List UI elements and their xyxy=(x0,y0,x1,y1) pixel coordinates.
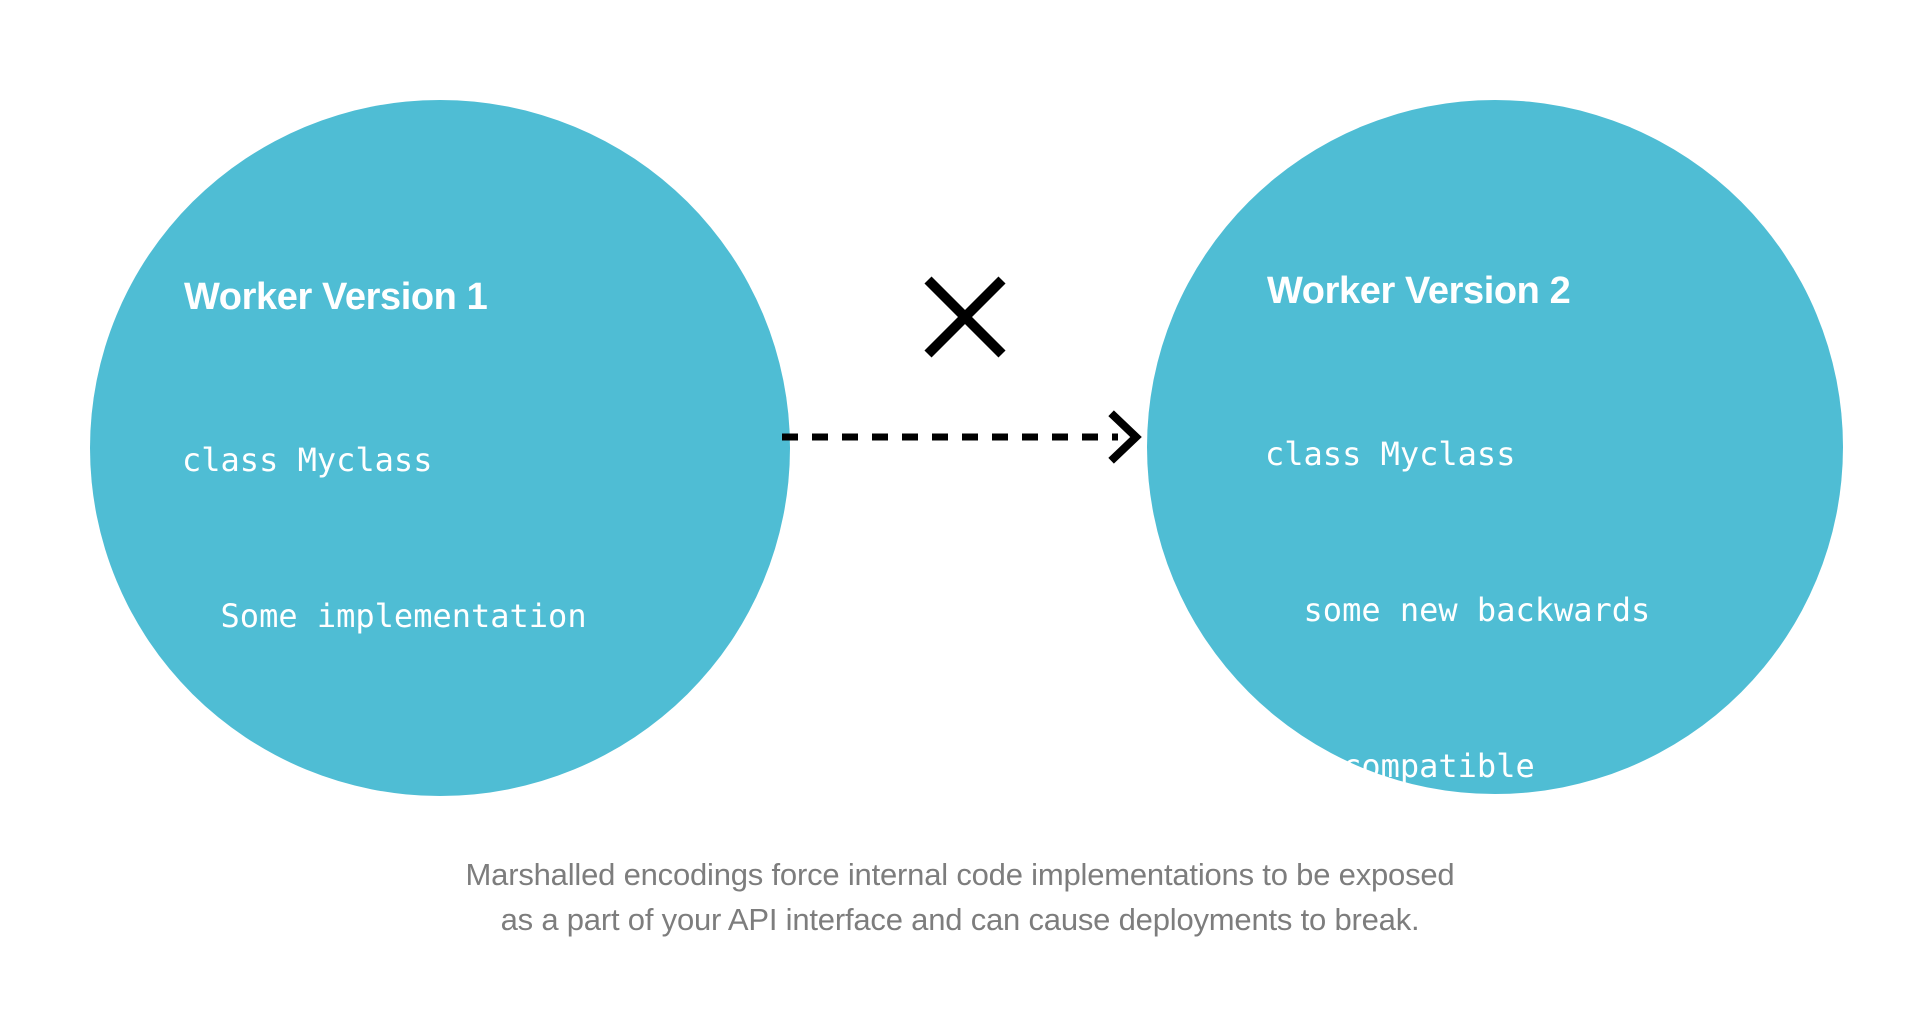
worker-version-1-code: class Myclass Some implementation end xyxy=(182,330,652,902)
worker-version-2-circle xyxy=(1147,100,1843,794)
code-line: incompatible xyxy=(1265,746,1535,785)
worker-version-2-code: class Myclass some new backwards incompa… xyxy=(1265,324,1735,1026)
code-line: class Myclass xyxy=(1265,434,1516,473)
code-line: Some implementation xyxy=(182,596,587,635)
code-line: end xyxy=(182,752,240,791)
code-line: class Myclass xyxy=(182,440,433,479)
worker-version-2-content: Worker Version 2 class Myclass some new … xyxy=(1265,270,1735,1026)
worker-version-1-content: Worker Version 1 class Myclass Some impl… xyxy=(182,276,652,902)
worker-version-1-circle xyxy=(90,100,790,796)
dashed-arrow-right-icon xyxy=(782,410,1142,464)
caption-line-2: as a part of your API interface and can … xyxy=(500,902,1420,937)
caption-line-1: Marshalled encodings force internal code… xyxy=(465,857,1455,892)
worker-version-1-title: Worker Version 1 xyxy=(184,276,488,318)
caption: Marshalled encodings force internal code… xyxy=(0,852,1920,942)
code-line: implementation xyxy=(1265,902,1574,941)
code-line: some new backwards xyxy=(1265,590,1651,629)
worker-version-2-title: Worker Version 2 xyxy=(1267,270,1571,312)
x-cross-mark-icon xyxy=(924,276,1006,358)
